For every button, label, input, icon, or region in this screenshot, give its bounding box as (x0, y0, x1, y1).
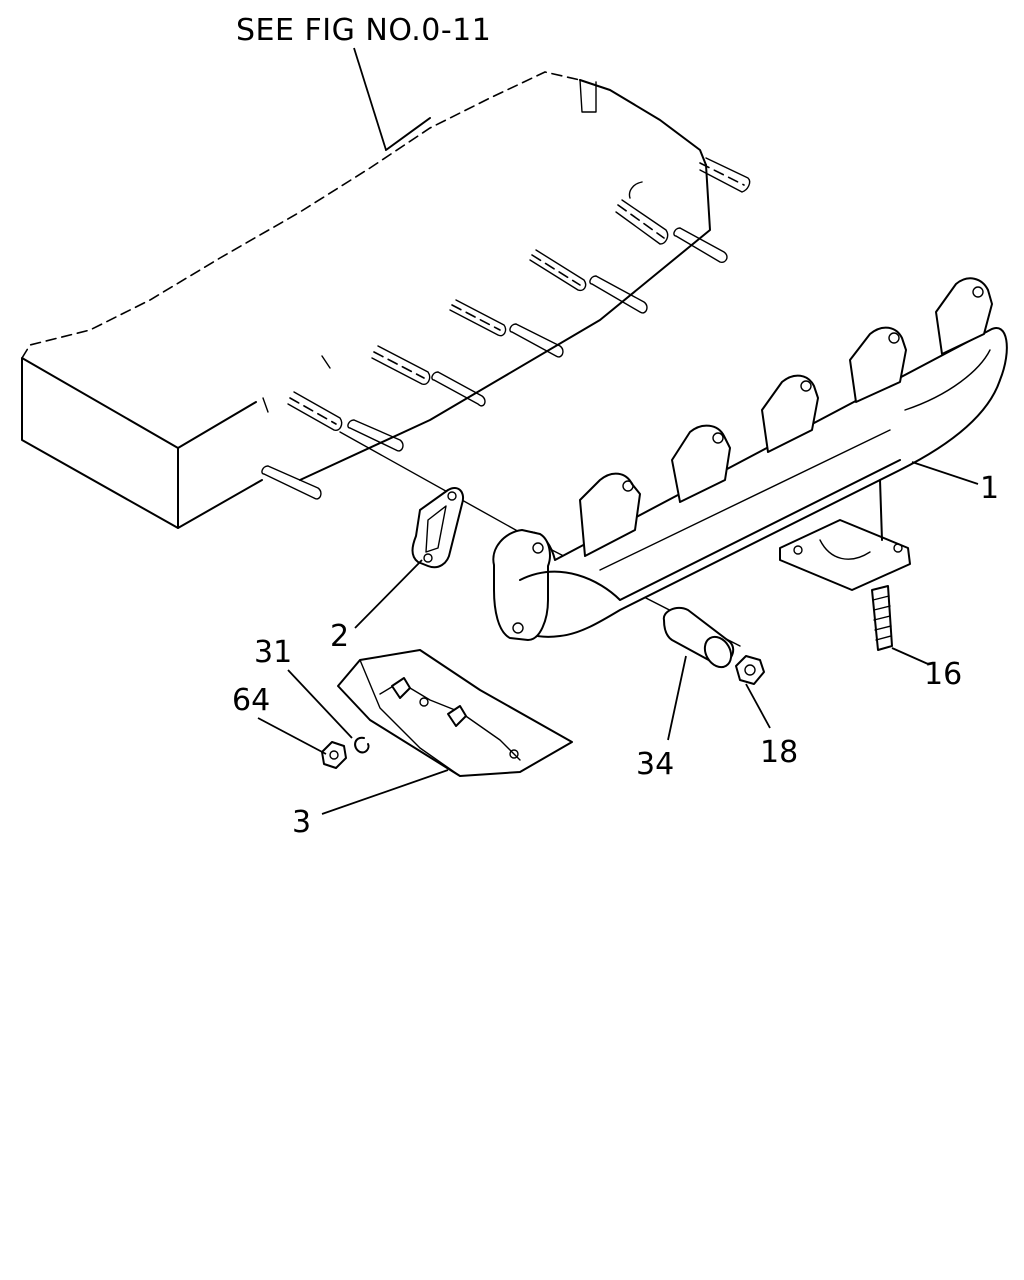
callout-part-1: 1 (980, 471, 999, 506)
reference-note: SEE FIG NO.0-11 (236, 13, 491, 48)
callout-part-3: 3 (292, 805, 311, 840)
callout-part-31: 31 (254, 635, 292, 670)
reference-leader (353, 47, 387, 151)
cylinder-head-outline (21, 71, 711, 529)
callout-part-18: 18 (760, 735, 798, 770)
nut-64 (321, 741, 347, 769)
callout-part-34: 34 (636, 747, 674, 782)
stud-16 (871, 585, 893, 651)
callout-part-2: 2 (330, 619, 349, 654)
exhaust-manifold (492, 277, 1008, 641)
spacer-34 (662, 606, 735, 669)
heat-shield-3 (337, 649, 573, 777)
manifold-studs-upper (261, 157, 751, 500)
manifold-gasket (411, 486, 464, 569)
washer-31 (354, 736, 370, 754)
callout-part-16: 16 (924, 657, 962, 692)
leader-lines (257, 461, 979, 815)
nut-18 (735, 655, 765, 685)
callout-part-64: 64 (232, 683, 270, 718)
